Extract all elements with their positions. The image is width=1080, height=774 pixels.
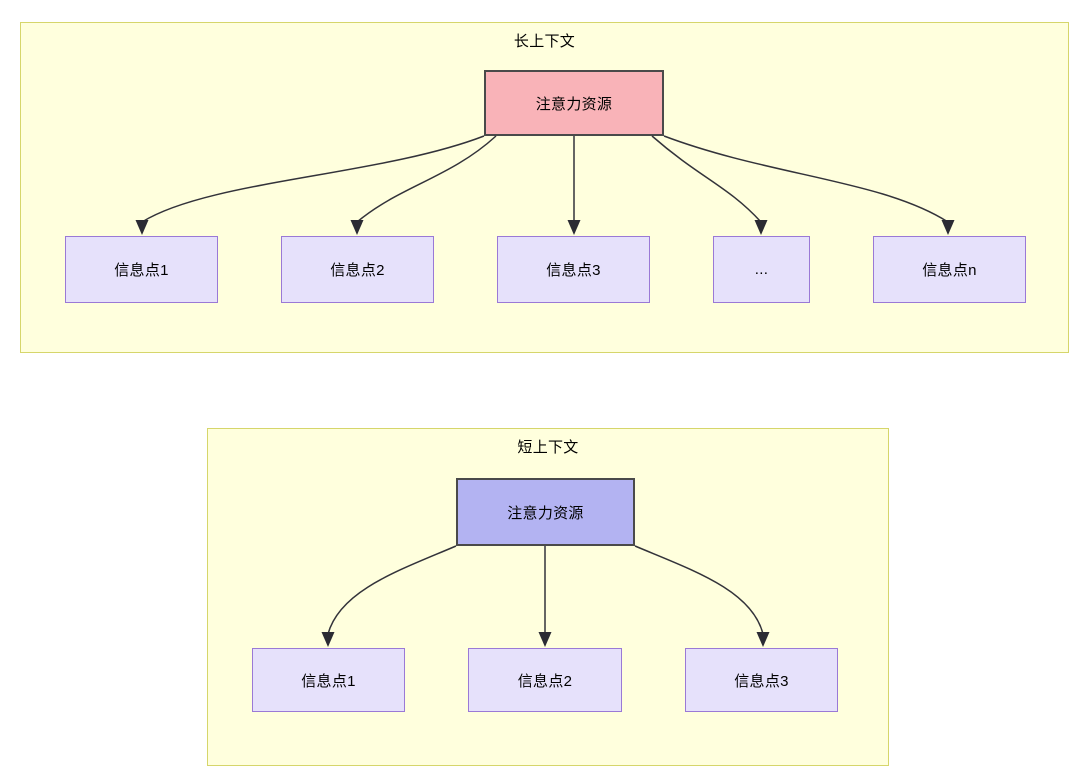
- short-info-node-1[interactable]: 信息点1: [252, 648, 405, 712]
- long-attention-resource-node[interactable]: 注意力资源: [484, 70, 664, 136]
- long-info-node-n[interactable]: 信息点n: [873, 236, 1026, 303]
- group-long-context-title: 长上下文: [513, 33, 576, 50]
- group-short-context-title: 短上下文: [517, 439, 579, 456]
- long-info-node-1-label: 信息点1: [114, 262, 169, 279]
- short-info-node-3[interactable]: 信息点3: [685, 648, 838, 712]
- long-info-node-ellipsis-label: ...: [754, 261, 769, 278]
- long-info-node-3[interactable]: 信息点3: [497, 236, 650, 303]
- long-info-node-n-label: 信息点n: [922, 262, 977, 279]
- short-info-node-1-label: 信息点1: [301, 672, 356, 690]
- short-attention-resource-node[interactable]: 注意力资源: [456, 478, 635, 546]
- long-info-node-2[interactable]: 信息点2: [281, 236, 434, 303]
- long-info-node-1[interactable]: 信息点1: [65, 236, 218, 303]
- long-attention-resource-label: 注意力资源: [535, 95, 613, 113]
- short-info-node-2-label: 信息点2: [517, 672, 573, 690]
- short-info-node-3-label: 信息点3: [734, 672, 789, 690]
- short-attention-resource-label: 注意力资源: [507, 504, 584, 522]
- short-info-node-2[interactable]: 信息点2: [468, 648, 622, 712]
- long-info-node-3-label: 信息点3: [546, 262, 601, 279]
- long-info-node-ellipsis[interactable]: ...: [713, 236, 810, 303]
- long-info-node-2-label: 信息点2: [330, 262, 385, 279]
